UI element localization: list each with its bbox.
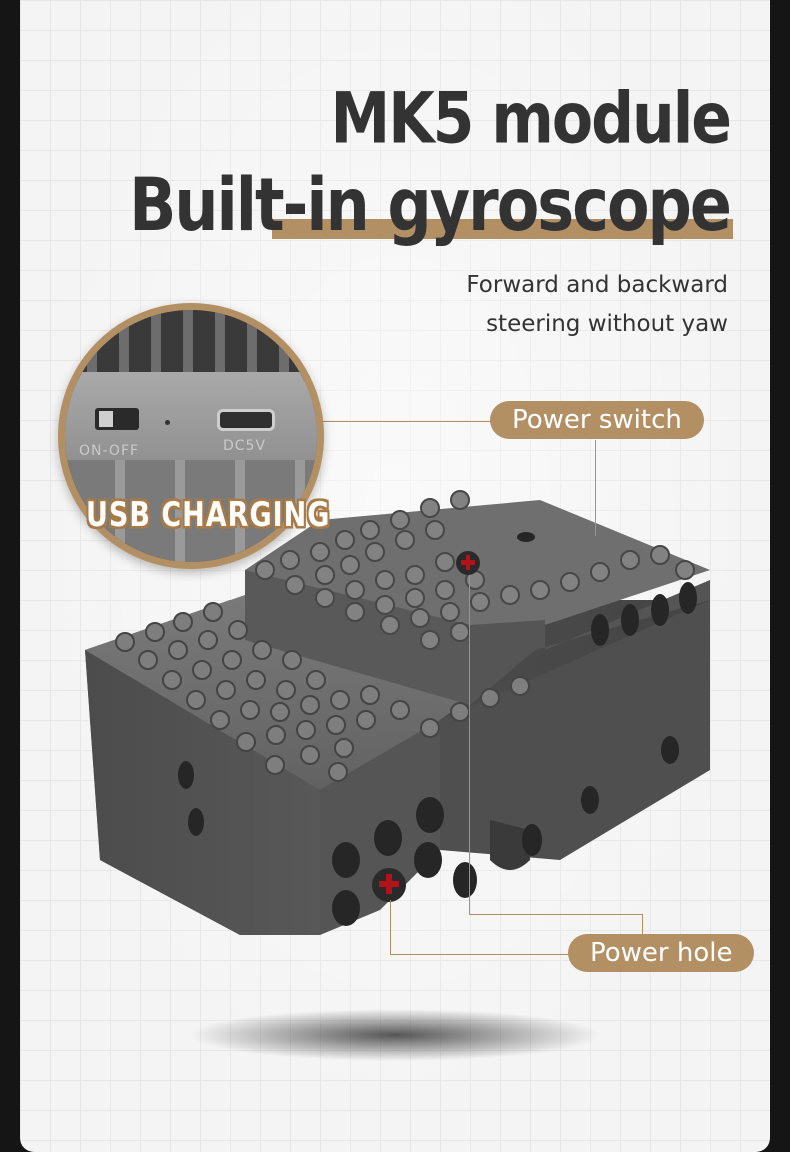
power-hole-leader-v1 bbox=[469, 575, 470, 915]
indicator-dot bbox=[165, 420, 170, 425]
product-card: MK5 module Built-in gyroscope Forward an… bbox=[20, 0, 770, 1152]
power-hole-leader-h1 bbox=[469, 914, 642, 915]
power-hole-leader-h2 bbox=[390, 954, 570, 955]
lower-studs bbox=[115, 602, 530, 782]
usb-charging-banner: USB CHARGING bbox=[86, 496, 331, 535]
title-built-in-gyroscope: Built-in gyroscope bbox=[129, 161, 732, 248]
inset-lower-band bbox=[65, 460, 317, 562]
subtitle-line-1: Forward and backward bbox=[466, 272, 728, 298]
power-hole-leader-v3 bbox=[390, 900, 391, 955]
power-hole-icon bbox=[372, 868, 406, 902]
switch-knob bbox=[99, 411, 113, 427]
usb-port-zoom-inset: ON-OFF DC5V bbox=[58, 303, 324, 569]
dc5v-label: DC5V bbox=[223, 438, 267, 454]
lower-body-front bbox=[85, 650, 320, 935]
power-switch-leader-v bbox=[595, 440, 596, 536]
title-underline-accent bbox=[272, 219, 733, 239]
inset-studs-band bbox=[65, 310, 317, 380]
side-holes bbox=[178, 532, 697, 926]
power-axle-hole-top bbox=[456, 551, 480, 575]
usb-port-icon bbox=[217, 409, 275, 431]
power-hole-leader-v2 bbox=[642, 914, 643, 936]
power-switch-callout: Power switch bbox=[490, 401, 704, 439]
on-off-label: ON-OFF bbox=[79, 443, 140, 459]
subtitle-line-2: steering without yaw bbox=[486, 311, 728, 337]
upper-block-side bbox=[470, 580, 710, 705]
upper-block-front bbox=[245, 570, 470, 705]
right-face bbox=[440, 600, 710, 860]
power-switch-leader-h bbox=[305, 421, 493, 422]
leg-notch bbox=[490, 820, 530, 870]
mk5-module-illustration bbox=[85, 490, 710, 1061]
power-hole-callout: Power hole bbox=[568, 934, 755, 972]
title-mk5-module: MK5 module bbox=[330, 77, 732, 161]
floor-shadow bbox=[190, 1009, 600, 1061]
